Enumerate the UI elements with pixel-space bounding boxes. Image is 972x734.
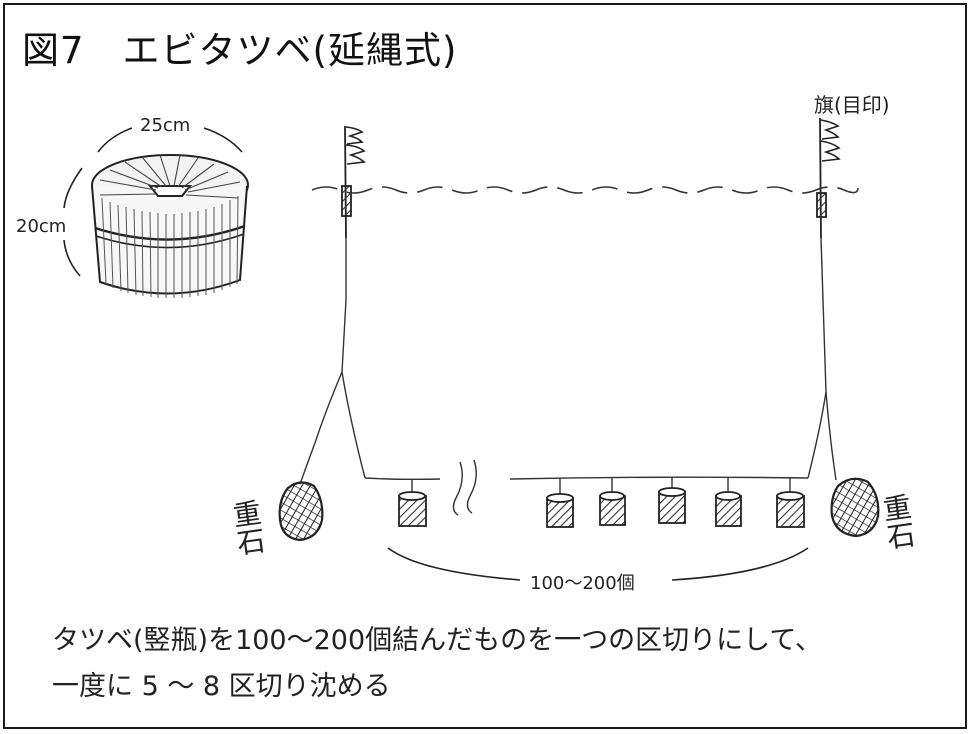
weight-stone-right (830, 477, 880, 538)
figure-title: 図7 エビタツベ(延縄式) (22, 29, 458, 72)
pot-2 (546, 493, 574, 528)
trap-body (91, 154, 249, 295)
pot-5 (715, 491, 742, 527)
count-brace-right (671, 547, 809, 581)
mainline-break-2 (466, 459, 477, 514)
mainline-right (509, 476, 809, 480)
rope-right-vertical (820, 237, 827, 393)
count-brace-left (387, 547, 521, 581)
mainline-left (364, 477, 441, 481)
caption-line-2: 一度に 5 〜 8 区切り沈める (52, 671, 391, 702)
height-arc-top (63, 167, 83, 209)
diameter-arc-right (203, 127, 243, 153)
pot-1 (398, 491, 427, 527)
caption: タツベ(竪瓶)を100〜200個結んだものを一つの区切りにして、 一度に 5 〜… (52, 618, 822, 710)
diameter-label: 25cm (140, 115, 190, 136)
rope-left-vertical (341, 238, 347, 373)
height-label: 20cm (16, 216, 66, 237)
figure-frame (3, 3, 967, 729)
flag-pole-right (816, 117, 841, 239)
flag-label: 旗(目印) (814, 93, 890, 117)
water-surface (311, 186, 859, 194)
trap-illustration (63, 127, 249, 298)
rope-left-to-mainline (341, 371, 366, 479)
trap-slats (101, 195, 239, 298)
pot-4 (658, 487, 686, 524)
flag-pole-left (341, 125, 366, 239)
weight-label-left: 重石 (227, 497, 268, 557)
rope-right-to-weight (825, 391, 837, 481)
mainline-break-1 (452, 461, 463, 516)
weight-label-right: 重石 (877, 491, 918, 551)
trap-funnel-lines (99, 154, 241, 199)
pot-3 (599, 491, 626, 526)
rope-left-to-weight (299, 371, 343, 485)
rope-right-to-mainline (807, 391, 827, 479)
ropes (299, 237, 837, 516)
count-label: 100〜200個 (530, 573, 635, 594)
caption-line-1: タツベ(竪瓶)を100〜200個結んだものを一つの区切りにして、 (52, 625, 822, 656)
pots (398, 487, 805, 528)
pot-6 (776, 491, 805, 528)
diameter-arc-left (97, 127, 133, 153)
height-arc-bottom (63, 239, 81, 277)
weight-stone-left (278, 481, 324, 542)
